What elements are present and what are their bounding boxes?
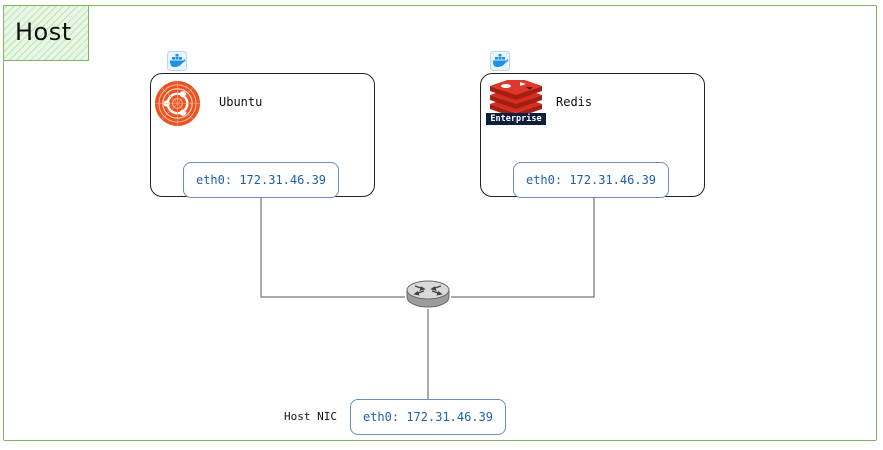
redis-logo-icon [490, 80, 542, 118]
container-name-redis: Redis [556, 95, 593, 109]
host-tag: Host [3, 5, 89, 61]
wire-redis-router [451, 197, 595, 298]
container-name-ubuntu: Ubuntu [219, 95, 263, 109]
host-nic-label: Host NIC [284, 410, 337, 423]
nic-host-eth0[interactable]: eth0: 172.31.46.39 [350, 399, 506, 435]
ubuntu-logo-icon [154, 80, 201, 127]
enterprise-badge: Enterprise [486, 113, 546, 125]
host-title: Host [15, 18, 72, 46]
wire-ubuntu-router [260, 197, 405, 298]
docker-icon [490, 51, 510, 71]
host-frame [3, 5, 877, 441]
nic-redis-eth0[interactable]: eth0: 172.31.46.39 [513, 162, 669, 198]
nic-ubuntu-eth0[interactable]: eth0: 172.31.46.39 [183, 162, 339, 198]
router-icon[interactable] [405, 279, 451, 309]
docker-icon [167, 51, 187, 71]
